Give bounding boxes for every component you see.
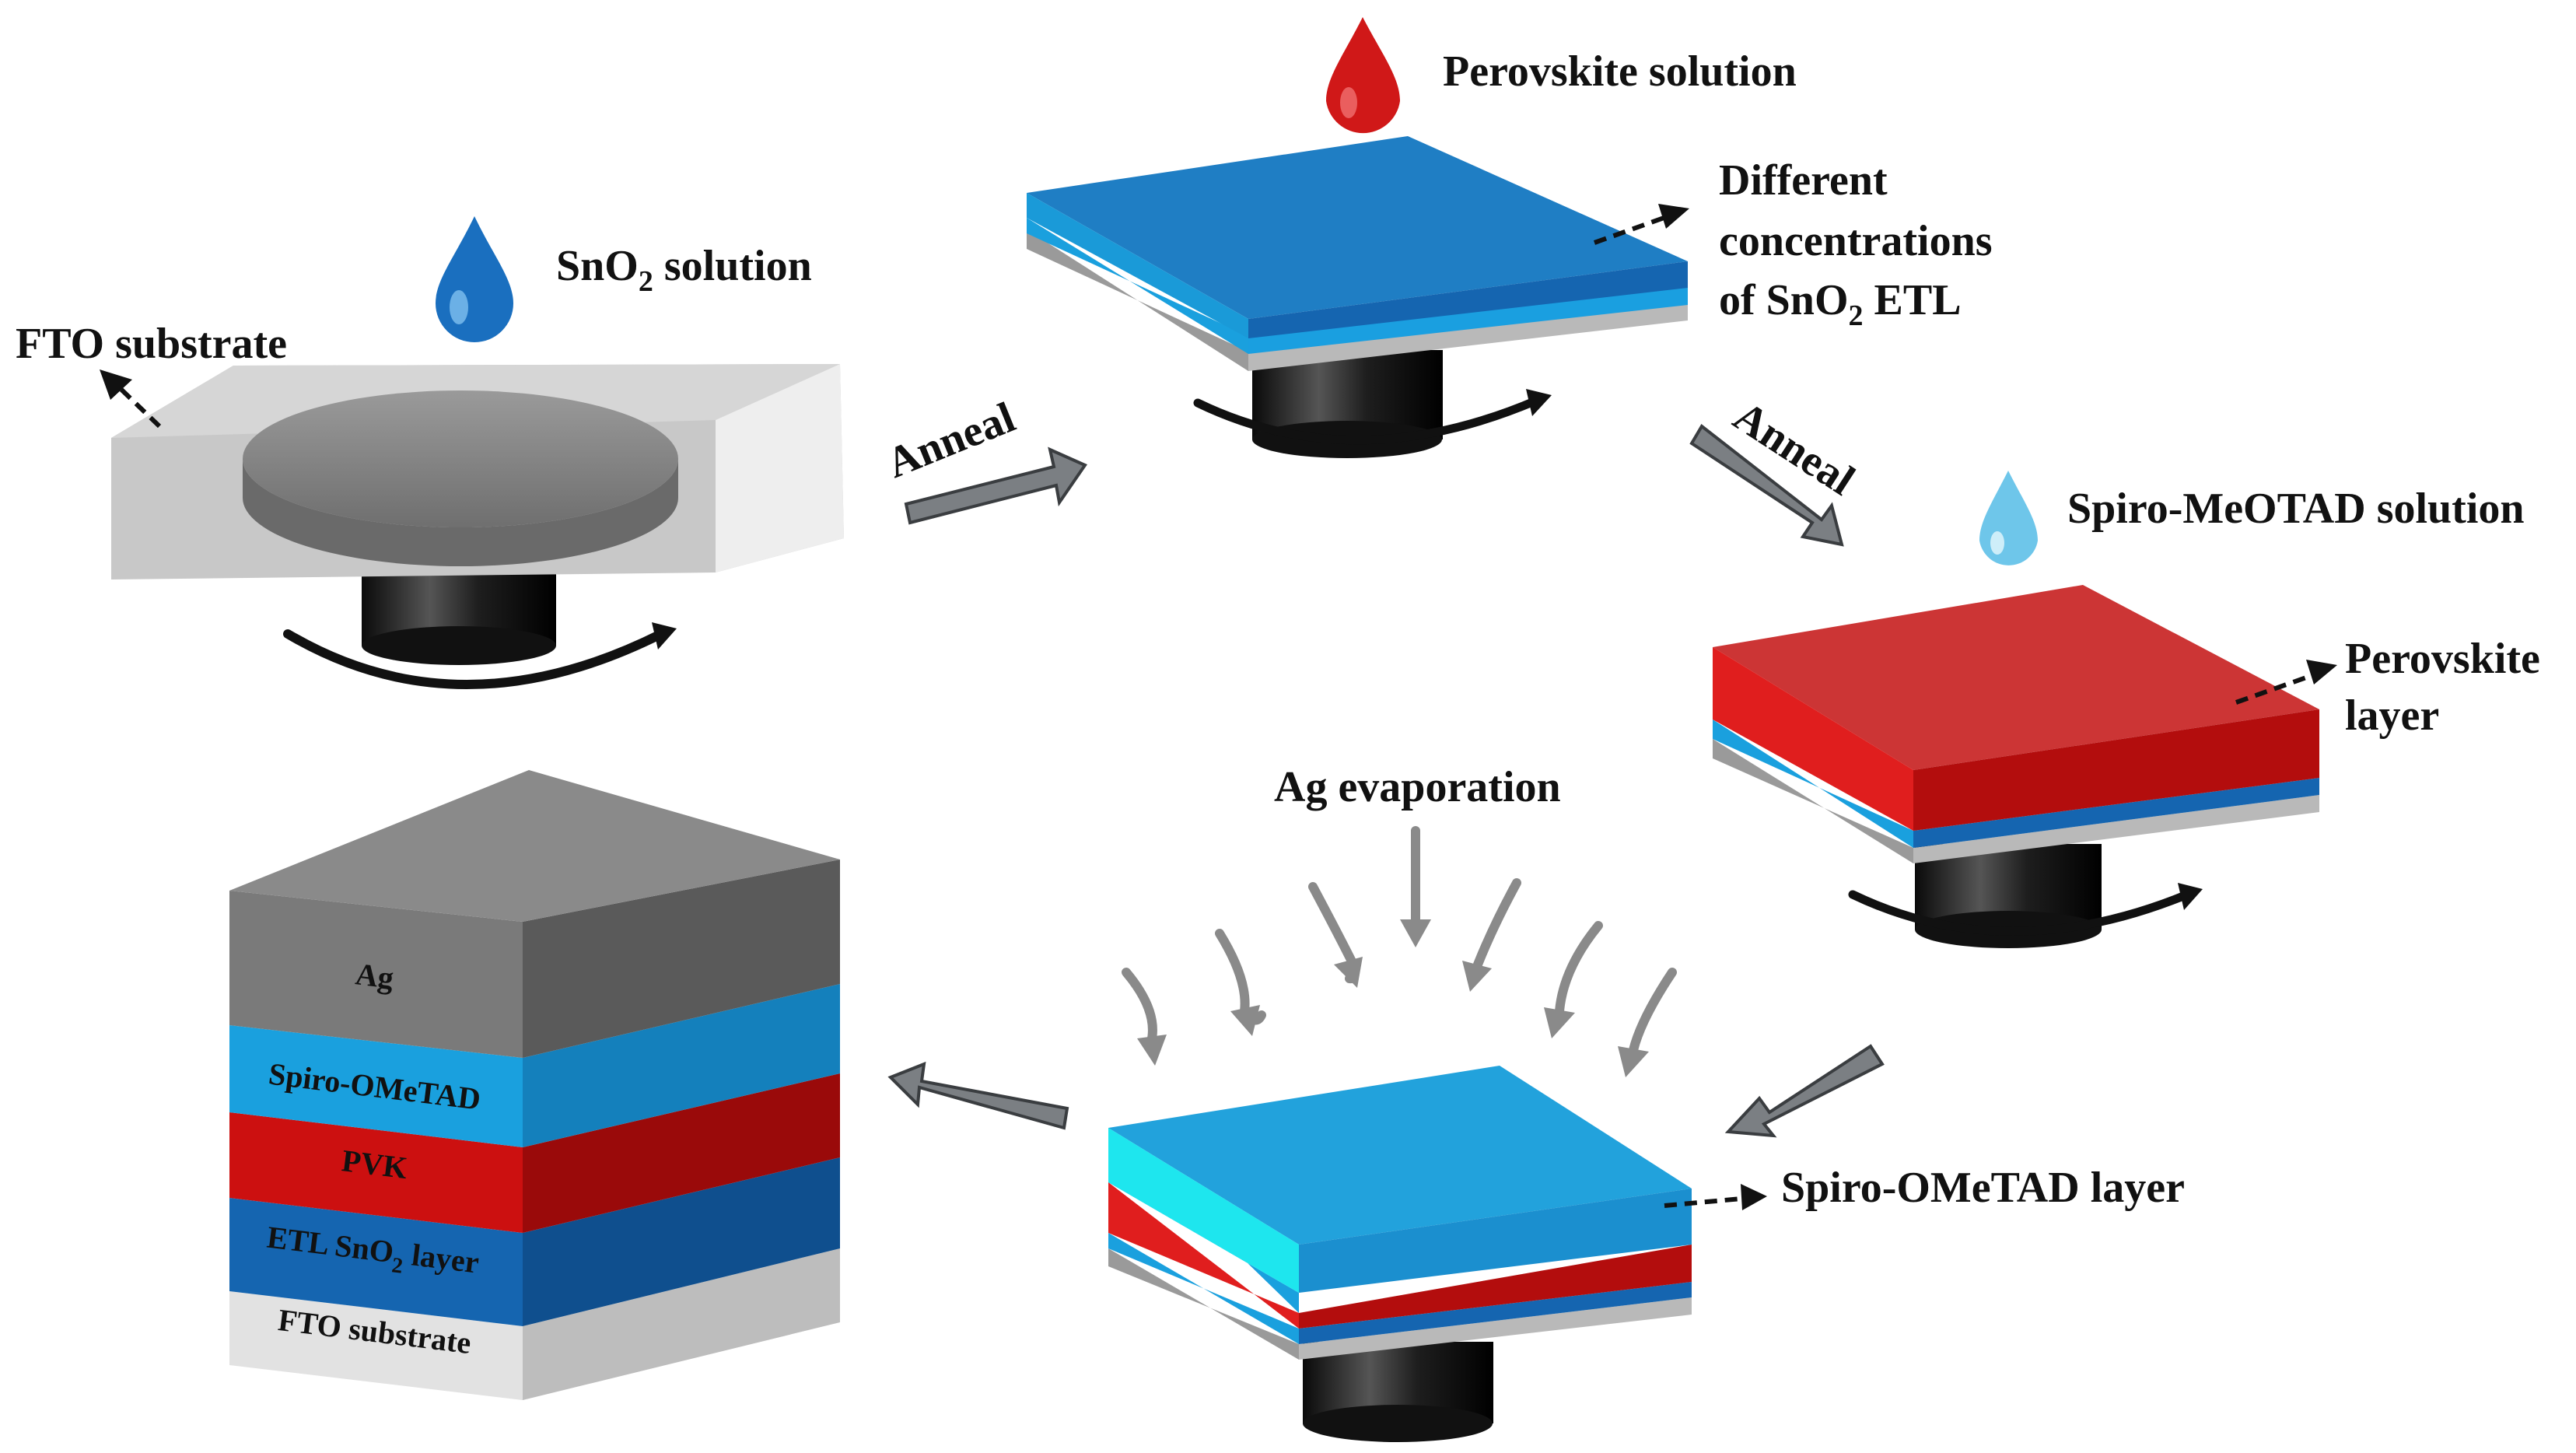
perovskite-top-surface [1713, 585, 2319, 770]
spiro-top-surface [1108, 1066, 1692, 1245]
perovskite-drop-icon [1326, 17, 1400, 134]
sno2-drop-icon [436, 216, 513, 342]
step2-etl-spin: Perovskite solution Different concentrat… [1027, 17, 1993, 458]
fto-pointer [114, 383, 162, 429]
stack-label-ag: Ag [354, 956, 396, 996]
label-spiro-layer: Spiro-OMeTAD layer [1781, 1164, 2185, 1212]
label-perovskite: Perovskite [2345, 635, 2540, 683]
label-fto-substrate: FTO substrate [16, 320, 287, 368]
label-perovskite-solution: Perovskite solution [1443, 47, 1797, 96]
step3-perovskite-spin: Spiro-MeOTAD solution Perovskite layer [1713, 471, 2540, 948]
label-anneal-2: Anneal [1725, 392, 1863, 505]
label-layer: layer [2345, 691, 2439, 740]
label-ag-evaporation: Ag evaporation [1274, 763, 1561, 811]
label-anneal-1: Anneal [880, 393, 1022, 488]
label-concentrations: concentrations [1719, 217, 1993, 265]
label-different: Different [1719, 156, 1888, 205]
step1-fto-spin: FTO substrate SnO2 solution [16, 216, 844, 689]
rotation-arrow [283, 629, 666, 689]
stack-label-pvk: PVK [340, 1143, 409, 1185]
anneal-arrow-1: Anneal [880, 393, 1088, 525]
sno2-coated-disk [243, 390, 678, 566]
label-spiro-solution: Spiro-MeOTAD solution [2067, 485, 2525, 533]
stack-top-surface [229, 770, 840, 922]
spiro-drop-icon [1979, 471, 2038, 565]
anneal-arrow-2: Anneal [1689, 392, 1863, 547]
step4-ag-evaporation: Ag evaporation [1108, 763, 2185, 1442]
label-of-sno2-etl: of SnO2 ETL [1719, 276, 1962, 332]
evaporation-arrows [1122, 826, 1677, 1055]
final-device-stack: Ag Spiro-OMeTAD PVK ETL SnO2 layer FTO s… [229, 770, 840, 1400]
label-sno2-solution: SnO2 solution [556, 242, 812, 298]
etl-top-surface [1027, 136, 1688, 319]
arrow-to-final-stack [887, 1061, 1069, 1130]
arrow-to-spiro-step [1724, 1044, 1885, 1138]
